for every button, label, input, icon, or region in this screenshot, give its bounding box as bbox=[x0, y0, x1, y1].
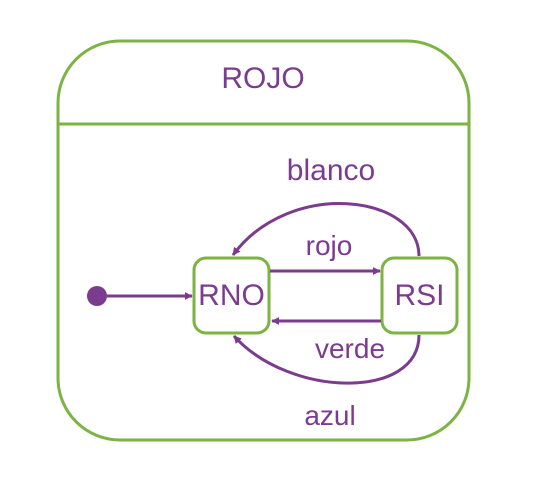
transition-verde[interactable]: verde bbox=[271, 317, 385, 364]
state-rsi-box bbox=[380, 256, 459, 335]
transition-rojo-label: rojo bbox=[306, 230, 353, 261]
transition-rojo[interactable]: rojo bbox=[270, 230, 381, 275]
state-rsi-label: RSI bbox=[394, 279, 444, 312]
transition-blanco-label: blanco bbox=[287, 154, 375, 187]
composite-state-title: ROJO bbox=[221, 62, 304, 95]
transition-azul-arrow bbox=[232, 334, 421, 385]
composite-state-border bbox=[56, 39, 471, 442]
state-rno-label: RNO bbox=[198, 279, 265, 312]
state-rno[interactable]: RNO bbox=[192, 256, 271, 335]
initial-state-dot bbox=[87, 286, 107, 306]
composite-state-rojo[interactable]: ROJO bbox=[56, 39, 471, 442]
state-rsi[interactable]: RSI bbox=[380, 256, 459, 335]
transition-verde-label: verde bbox=[315, 333, 385, 364]
transition-blanco[interactable]: blanco bbox=[231, 154, 421, 257]
transition-azul[interactable]: azul bbox=[232, 334, 421, 431]
initial-state bbox=[87, 286, 193, 306]
transition-blanco-arrow bbox=[231, 202, 421, 257]
state-rno-box bbox=[192, 256, 271, 335]
transition-azul-label: azul bbox=[304, 400, 355, 431]
